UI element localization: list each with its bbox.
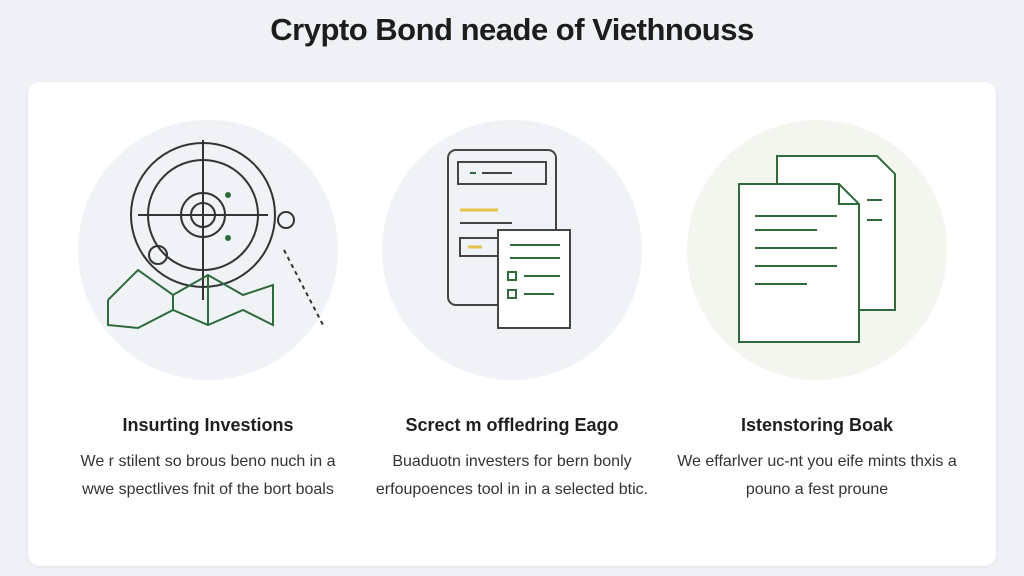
page-title: Crypto Bond neade of Viethnouss [270, 12, 754, 47]
radar-map-icon [107, 140, 324, 330]
icon-circle [382, 120, 642, 380]
feature-title: Screct m offledring Eago [405, 415, 619, 435]
features-card: Insurting Investions We r stilent so bro… [28, 82, 996, 566]
document-checklist-icon [447, 149, 571, 329]
feature-title: Insurting Investions [122, 415, 294, 435]
documents-icon [738, 155, 896, 343]
feature-description: We effarlver uc-nt you eife mints thxis … [677, 453, 957, 498]
feature-description: We r stilent so brous beno nuch in a wwe… [80, 453, 336, 498]
feature-title: Istenstoring Boak [740, 415, 894, 435]
feature-description: Buaduotn investers for bern bonly erfoup… [375, 453, 649, 498]
icon-circle [687, 120, 947, 380]
icon-circle [78, 120, 338, 380]
